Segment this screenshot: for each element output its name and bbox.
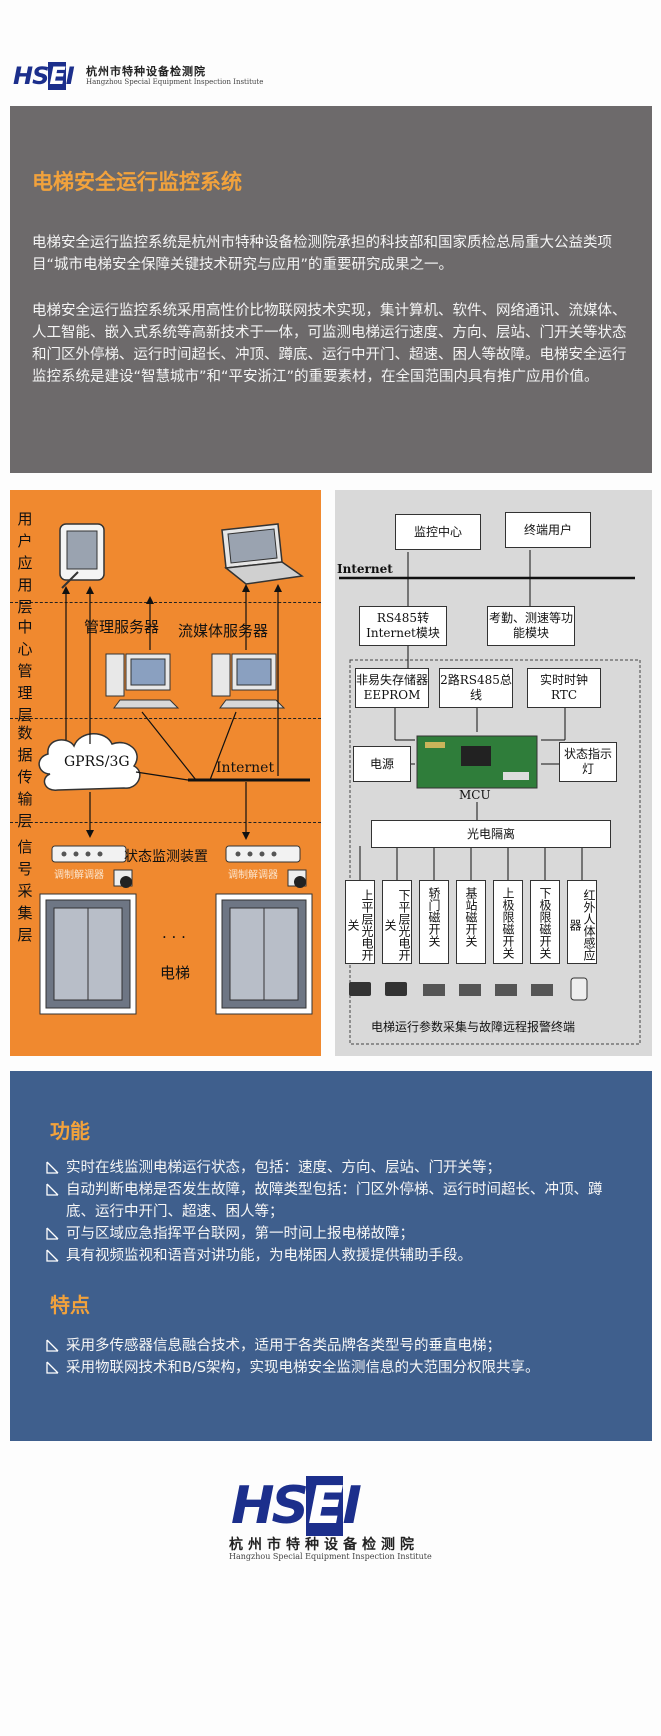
sensor-box: 轿门磁开关	[419, 880, 449, 964]
layer-label-transport: 数据传输层	[17, 724, 33, 830]
logo-english-name: Hangzhou Special Equipment Inspection In…	[229, 1552, 432, 1561]
tablet-icon	[59, 523, 105, 589]
ellipsis: · · ·	[162, 928, 186, 946]
laptop-icon	[221, 523, 304, 585]
pencil-bullet-icon	[46, 1161, 59, 1174]
architecture-diagram: 用户应用层 中心管理层 数据传输层 信号采集层	[10, 490, 321, 1056]
sensor-box: 下极限磁开关	[530, 880, 560, 964]
logo-mark: HSEI	[13, 62, 75, 90]
attendance-module-box: 考勤、测速等功能模块	[487, 606, 575, 646]
layer-divider	[10, 822, 321, 823]
functions-list: 实时在线监测电梯运行状态，包括：速度、方向、层站、门开关等； 自动判断电梯是否发…	[46, 1157, 626, 1267]
internet-bus-label: Internet	[337, 562, 393, 576]
elevator-label: 电梯	[160, 964, 191, 982]
management-server-icon	[105, 653, 180, 709]
pencil-bullet-icon	[46, 1183, 59, 1196]
intro-paragraph-2: 电梯安全运行监控系统采用高性价比物联网技术实现，集计算机、软件、网络通讯、流媒体…	[32, 303, 627, 385]
list-item: 实时在线监测电梯运行状态，包括：速度、方向、层站、门开关等；	[46, 1157, 626, 1179]
elevator-right	[215, 893, 313, 1015]
sensor-box: 下平层光电开关	[382, 880, 412, 964]
pencil-bullet-icon	[46, 1249, 59, 1262]
internet-label: Internet	[216, 760, 275, 776]
cloud-icon	[38, 733, 141, 791]
pencil-bullet-icon	[46, 1227, 59, 1240]
modem-label: 调制解调器	[228, 870, 278, 881]
layer-label-user: 用户应用层	[17, 510, 33, 616]
monitor-device-left	[51, 845, 127, 863]
terminal-caption: 电梯运行参数采集与故障远程报警终端	[371, 1020, 576, 1034]
rs485-bus-box: 2路RS485总线	[439, 668, 513, 708]
layer-divider	[10, 602, 321, 603]
modem-label: 调制解调器	[54, 870, 104, 881]
indicator-box: 状态指示灯	[559, 742, 617, 782]
sensor-box: 上平层光电开关	[345, 880, 375, 964]
layer-label-center: 中心管理层	[17, 618, 33, 724]
pencil-bullet-icon	[46, 1339, 59, 1352]
media-server-icon	[211, 653, 286, 709]
list-item: 具有视频监视和语音对讲功能，为电梯困人救援提供辅助手段。	[46, 1245, 626, 1267]
rs485-module-box: RS485转Internet模块	[359, 606, 447, 646]
features-heading: 特点	[50, 1293, 90, 1317]
mcu-board-icon	[416, 735, 538, 789]
sensor-box: 基站磁开关	[456, 880, 486, 964]
list-item: 采用多传感器信息融合技术，适用于各类品牌各类型号的垂直电梯；	[46, 1335, 626, 1357]
isolation-box: 光电隔离	[371, 820, 611, 848]
connection-lines	[359, 550, 583, 880]
power-box: 电源	[353, 746, 411, 782]
management-server-label: 管理服务器	[84, 618, 160, 636]
layer-label-collection: 信号采集层	[17, 838, 33, 944]
features-panel: 功能 实时在线监测电梯运行状态，包括：速度、方向、层站、门开关等； 自动判断电梯…	[10, 1071, 652, 1441]
pencil-bullet-icon	[46, 1361, 59, 1374]
list-item: 可与区域应急指挥平台联网，第一时间上报电梯故障；	[46, 1223, 626, 1245]
monitor-center-box: 监控中心	[395, 514, 481, 550]
elevator-left	[39, 893, 137, 1015]
terminal-diagram: 监控中心 终端用户 Internet RS485转Internet模块 考勤、测…	[335, 490, 652, 1056]
media-server-label: 流媒体服务器	[178, 622, 269, 640]
gprs-label: GPRS/3G	[64, 754, 130, 770]
end-user-box: 终端用户	[505, 512, 591, 548]
eeprom-box: 非易失存储器EEPROM	[355, 668, 429, 708]
terminal-boundary	[349, 659, 641, 1045]
intro-paragraph-1: 电梯安全运行监控系统是杭州市特种设备检测院承担的科技部和国家质检总局重大公益类项…	[32, 235, 612, 273]
list-item: 自动判断电梯是否发生故障，故障类型包括：门区外停梯、运行时间超长、冲顶、蹲底、运…	[46, 1179, 626, 1223]
mcu-label: MCU	[459, 788, 491, 802]
logo-english-name: Hangzhou Special Equipment Inspection In…	[86, 78, 264, 86]
logo-mark: HSEI	[231, 1476, 362, 1536]
architecture-drawing	[38, 523, 313, 1015]
camera-icon	[113, 869, 133, 888]
functions-heading: 功能	[50, 1119, 90, 1143]
intro-panel: 电梯安全运行监控系统 电梯安全运行监控系统是杭州市特种设备检测院承担的科技部和国…	[10, 106, 652, 473]
footer-logo[interactable]: HSEI 杭州市特种设备检测院 Hangzhou Special Equipme…	[225, 1476, 445, 1566]
list-item: 采用物联网技术和B/S架构，实现电梯安全监测信息的大范围分权限共享。	[46, 1357, 626, 1379]
logo-chinese-name: 杭州市特种设备检测院	[86, 65, 206, 78]
monitor-device-label: 状态监测装置	[124, 849, 208, 865]
layer-divider	[10, 718, 321, 719]
sensor-box: 红外人体感应器	[567, 880, 597, 964]
intro-title: 电梯安全运行监控系统	[32, 170, 242, 194]
monitor-device-right	[225, 845, 301, 863]
terminal-drawing	[339, 550, 641, 1045]
camera-icon	[287, 869, 307, 888]
logo-chinese-name: 杭州市特种设备检测院	[229, 1537, 419, 1553]
connection-lines	[65, 588, 279, 836]
arrow-heads	[62, 584, 282, 840]
features-list: 采用多传感器信息融合技术，适用于各类品牌各类型号的垂直电梯； 采用物联网技术和B…	[46, 1335, 626, 1379]
rtc-box: 实时时钟RTC	[527, 668, 601, 708]
sensor-icons	[349, 977, 588, 1001]
sensor-box: 上极限磁开关	[493, 880, 523, 964]
header-logo[interactable]: HSEI 杭州市特种设备检测院 Hangzhou Special Equipme…	[13, 60, 263, 90]
